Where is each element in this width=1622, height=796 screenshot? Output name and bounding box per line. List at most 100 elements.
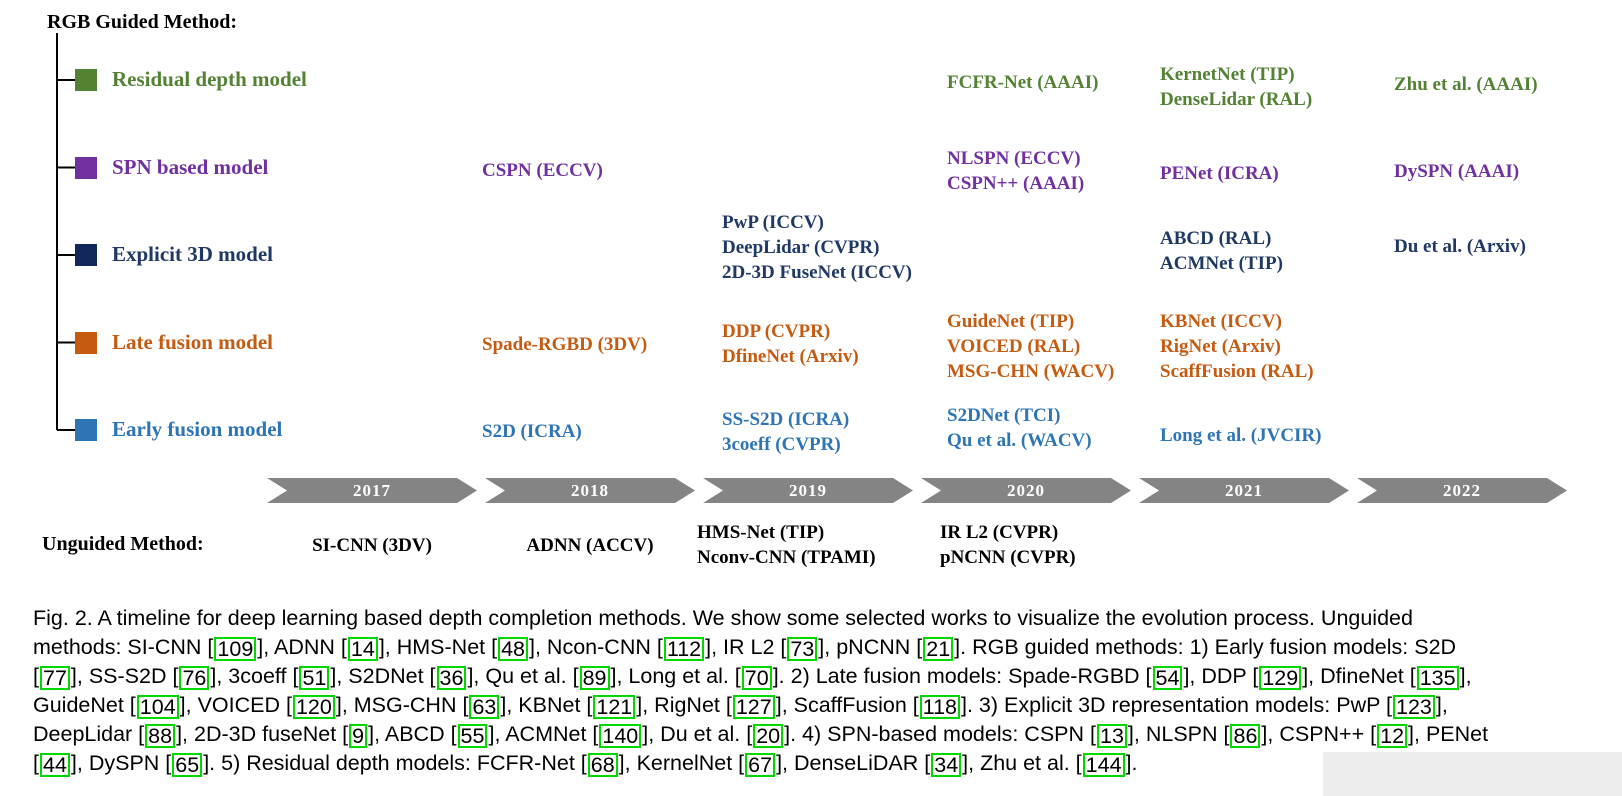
caption-line: methods: SI-CNN [109], ADNN [14], HMS-Ne… — [33, 633, 1456, 662]
method-name: PENet (ICRA) — [1160, 163, 1279, 184]
method-cell-spn-2021: PENet (ICRA) — [1160, 161, 1279, 186]
unguided-title: Unguided Method: — [42, 533, 204, 555]
citation-ref[interactable]: 112 — [663, 637, 705, 661]
caption-text: ], HMS-Net [ — [378, 635, 498, 659]
caption-text: ], pNCNN [ — [818, 635, 923, 659]
citation-ref[interactable]: 70 — [741, 666, 772, 690]
citation-ref[interactable]: 140 — [599, 724, 642, 748]
caption-text: ], — [1435, 693, 1448, 717]
citation-ref[interactable]: 86 — [1230, 724, 1261, 748]
citation-ref[interactable]: 123 — [1393, 695, 1435, 719]
method-name: Zhu et al. (AAAI) — [1394, 74, 1538, 95]
year-label: 2020 — [1007, 481, 1045, 500]
citation-ref[interactable]: 77 — [39, 666, 70, 690]
citation-ref[interactable]: 127 — [732, 695, 775, 719]
caption-text: ], Zhu et al. [ — [962, 751, 1082, 775]
caption-text: ], MSG-CHN [ — [335, 693, 469, 717]
method-name: Long et al. (JVCIR) — [1160, 425, 1322, 446]
year-label: 2018 — [571, 481, 609, 500]
legend-label-late: Late fusion model — [112, 329, 274, 354]
citation-ref[interactable]: 44 — [39, 753, 70, 777]
citation-ref[interactable]: 109 — [214, 637, 257, 661]
caption-text: ], Ncon-CNN [ — [529, 635, 663, 659]
citation-ref[interactable]: 67 — [745, 753, 776, 777]
citation-ref[interactable]: 55 — [457, 724, 488, 748]
caption-text: ], 3coeff [ — [210, 664, 299, 688]
citation-ref[interactable]: 12 — [1377, 724, 1408, 748]
legend-swatch-late — [75, 331, 97, 354]
caption-text: ], IR L2 [ — [705, 635, 787, 659]
method-cell-explicit3d-2021: ABCD (RAL)ACMNet (TIP) — [1160, 226, 1283, 276]
citation-ref[interactable]: 135 — [1416, 666, 1459, 690]
citation-ref[interactable]: 121 — [593, 695, 636, 719]
caption-text: ], VOICED [ — [179, 693, 292, 717]
method-name: HMS-Net (TIP) — [697, 522, 825, 543]
method-name: Du et al. (Arxiv) — [1394, 236, 1526, 257]
method-name: S2D (ICRA) — [482, 421, 582, 442]
method-cell-residual-2022: Zhu et al. (AAAI) — [1394, 72, 1538, 97]
caption-text: ], Du et al. [ — [642, 722, 753, 746]
citation-ref[interactable]: 65 — [172, 753, 203, 777]
citation-ref[interactable]: 129 — [1259, 666, 1302, 690]
caption-text: ]. 4) SPN-based models: CSPN [ — [784, 722, 1096, 746]
citation-ref[interactable]: 48 — [498, 637, 529, 661]
method-name: Spade-RGBD (3DV) — [482, 334, 648, 355]
citation-ref[interactable]: 13 — [1097, 724, 1127, 748]
method-name: VOICED (RAL) — [947, 336, 1081, 357]
method-name: NLSPN (ECCV) — [947, 148, 1081, 169]
citation-ref[interactable]: 51 — [299, 666, 330, 690]
caption-text: ], ACMNet [ — [488, 722, 599, 746]
citation-ref[interactable]: 9 — [349, 724, 368, 748]
legend-swatch-explicit3d — [75, 244, 97, 266]
method-cell-late-2020: GuideNet (TIP)VOICED (RAL)MSG-CHN (WACV) — [947, 309, 1114, 384]
citation-ref[interactable]: 21 — [923, 637, 954, 661]
year-arrow-band — [703, 478, 913, 503]
year-arrow-band — [1357, 478, 1567, 503]
method-cell-residual-2021: KernetNet (TIP)DenseLidar (RAL) — [1160, 62, 1312, 112]
year-arrow-band — [267, 478, 477, 503]
method-cell-early-2018: S2D (ICRA) — [482, 419, 582, 444]
citation-ref[interactable]: 88 — [145, 724, 176, 748]
citation-ref[interactable]: 89 — [579, 666, 610, 690]
method-name: DySPN (AAAI) — [1394, 161, 1520, 182]
caption-text: ], ScaffFusion [ — [775, 693, 919, 717]
method-name: SS-S2D (ICRA) — [722, 409, 850, 430]
unguided-cell-2019: HMS-Net (TIP) Nconv-CNN (TPAMI) — [697, 520, 876, 570]
method-name: PwP (ICCV) — [722, 212, 824, 233]
citation-ref[interactable]: 120 — [292, 695, 335, 719]
method-name: CSPN (ECCV) — [482, 160, 603, 181]
caption-line: Fig. 2. A timeline for deep learning bas… — [33, 604, 1413, 633]
citation-ref[interactable]: 144 — [1082, 753, 1125, 777]
caption-text: ], — [1459, 664, 1472, 688]
caption-text: ], KernelNet [ — [618, 751, 745, 775]
caption-text: [ — [33, 751, 39, 775]
citation-ref[interactable]: 104 — [136, 695, 179, 719]
caption-text: ]. 2) Late fusion models: Spade-RGBD [ — [772, 664, 1152, 688]
method-cell-explicit3d-2019: PwP (ICCV)DeepLidar (CVPR)2D-3D FuseNet … — [722, 210, 912, 285]
method-name: pNCNN (CVPR) — [940, 547, 1076, 568]
citation-ref[interactable]: 63 — [469, 695, 500, 719]
method-name: Nconv-CNN (TPAMI) — [697, 547, 876, 568]
citation-ref[interactable]: 36 — [436, 666, 467, 690]
year-label: 2019 — [789, 481, 827, 500]
citation-ref[interactable]: 14 — [347, 637, 378, 661]
citation-ref[interactable]: 118 — [919, 695, 961, 719]
caption-text: ], Qu et al. [ — [467, 664, 579, 688]
citation-ref[interactable]: 76 — [179, 666, 210, 690]
citation-ref[interactable]: 34 — [931, 753, 962, 777]
year-arrow-2020: 2020 — [921, 478, 1131, 503]
method-name: FCFR-Net (AAAI) — [947, 72, 1099, 93]
citation-ref[interactable]: 73 — [787, 637, 818, 661]
legend-label-early: Early fusion model — [112, 417, 283, 441]
citation-ref[interactable]: 20 — [753, 724, 784, 748]
method-cell-late-2019: DDP (CVPR)DfineNet (Arxiv) — [722, 319, 859, 369]
year-arrow-band — [921, 478, 1131, 503]
citation-ref[interactable]: 54 — [1152, 666, 1183, 690]
caption-text: ], CSPN++ [ — [1261, 722, 1377, 746]
caption-text: ], NLSPN [ — [1127, 722, 1230, 746]
caption-text: [ — [33, 664, 39, 688]
caption-text: ], PENet — [1408, 722, 1489, 746]
caption-text: ], KBNet [ — [500, 693, 593, 717]
citation-ref[interactable]: 68 — [587, 753, 618, 777]
method-cell-early-2019: SS-S2D (ICRA)3coeff (CVPR) — [722, 407, 849, 457]
